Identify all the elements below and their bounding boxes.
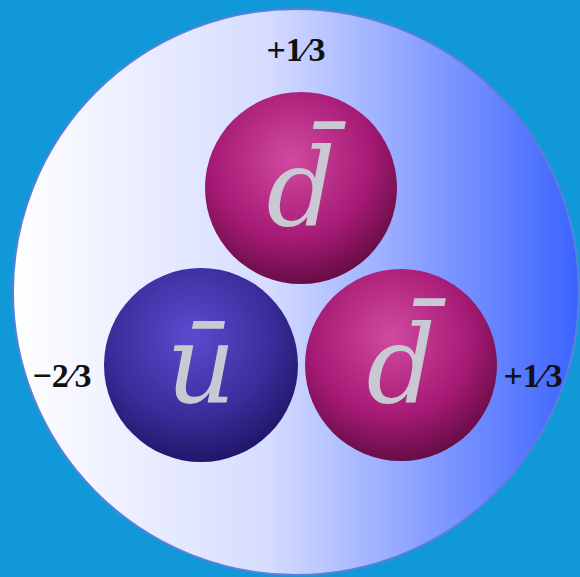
charge-label: +1⁄3	[266, 31, 325, 69]
quark-symbol: d̄	[204, 91, 398, 285]
quark-circle: ū	[103, 267, 299, 463]
quark-circle: d̄	[204, 91, 398, 285]
charge-label: −2⁄3	[32, 357, 91, 395]
quark-symbol: d̄	[304, 268, 498, 462]
quark-circle: d̄	[304, 268, 498, 462]
quark-symbol: ū	[103, 267, 299, 463]
charge-label: +1⁄3	[503, 357, 562, 395]
